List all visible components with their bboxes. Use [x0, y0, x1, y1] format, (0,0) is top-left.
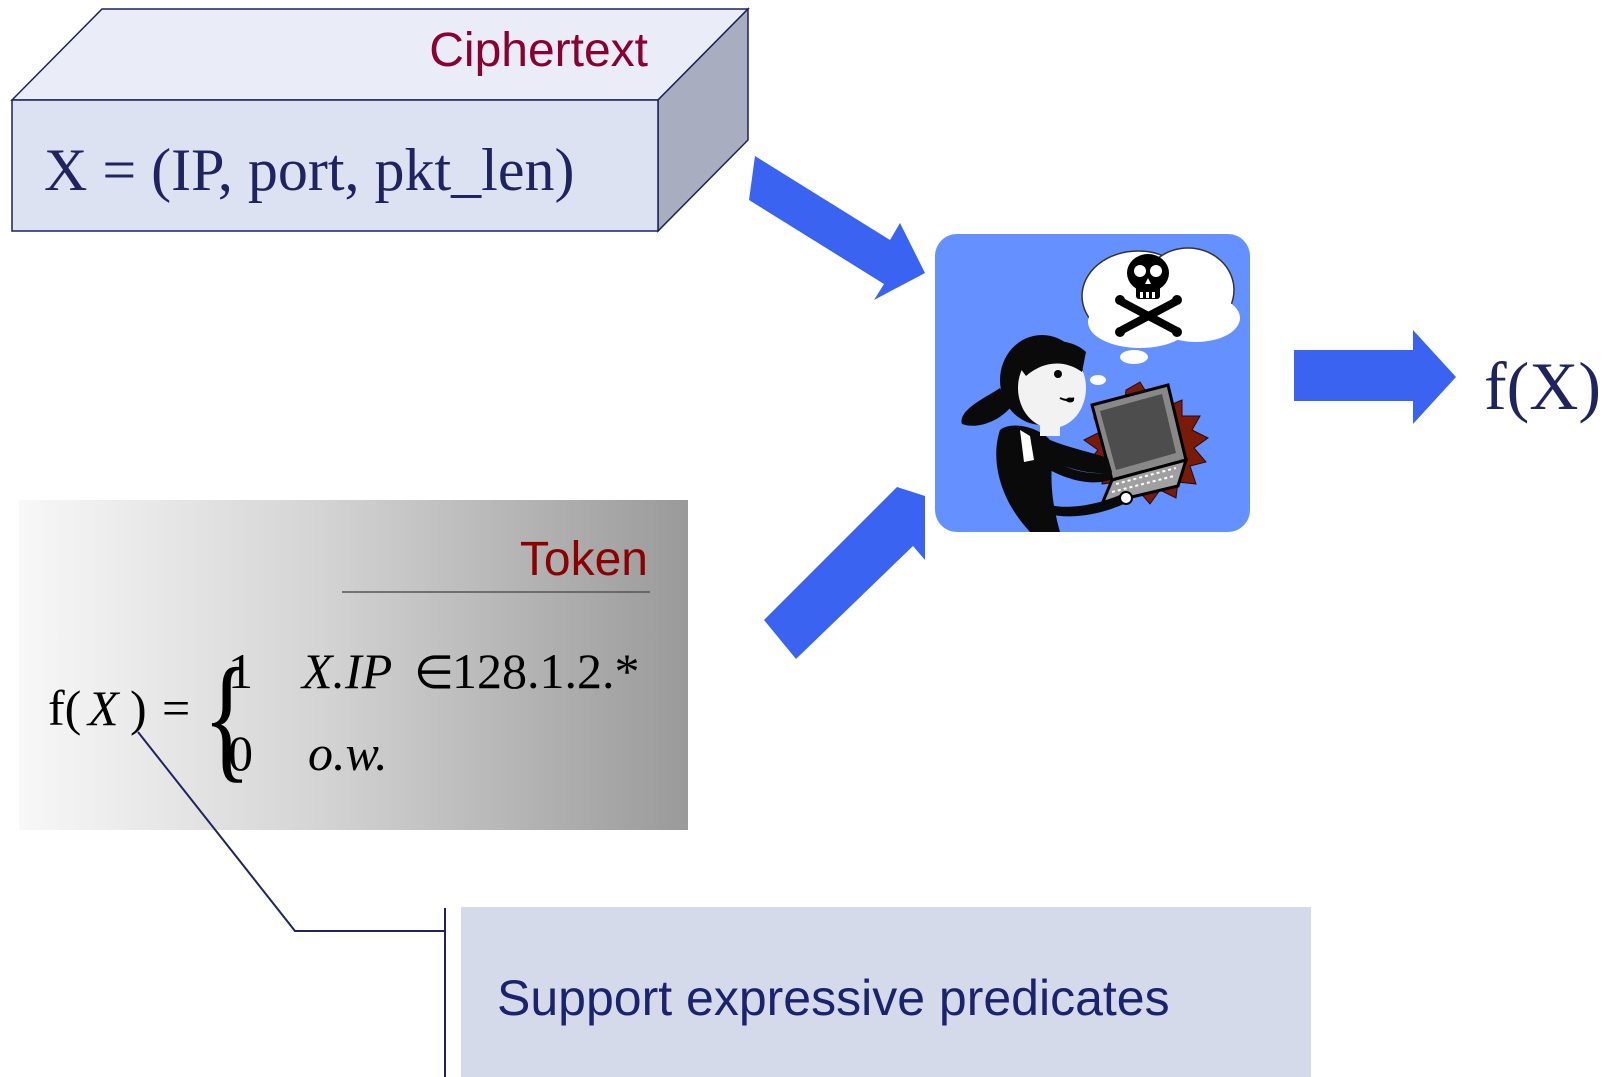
token-label: Token [520, 533, 648, 586]
token-box: Token f( X ) = { 1 X.IP ∈ 128.1.2.* 0 o.… [19, 500, 688, 830]
person-figure [961, 335, 1133, 532]
ciphertext-box: Ciphertext X = (IP, port, pkt_len) [10, 7, 750, 233]
callout-leader-line [137, 731, 445, 932]
output-label: f(X) [1484, 348, 1601, 424]
evaluator-illustration [935, 234, 1250, 532]
case2-value: 0 [228, 725, 253, 781]
token-box-background [19, 500, 688, 830]
arrow-evaluator-to-output [1294, 330, 1456, 424]
callout-box [461, 907, 1311, 1077]
skull-crossbones-icon [1115, 254, 1182, 337]
arrow-ciphertext-to-evaluator [749, 156, 925, 300]
formula-brace: { [203, 640, 251, 795]
callout: Support expressive predicates [137, 731, 1311, 1077]
arrow-token-to-evaluator [764, 487, 925, 659]
callout-text: Support expressive predicates [497, 970, 1170, 1026]
case2-condition: o.w. [308, 725, 388, 781]
token-formula: f( X ) = { 1 X.IP ∈ 128.1.2.* 0 o.w. [48, 640, 640, 795]
ciphertext-box-face [11, 99, 659, 232]
formula-close-paren: ) [130, 680, 147, 736]
formula-equals: = [162, 680, 190, 736]
case1-condition-rhs: 128.1.2.* [452, 643, 640, 699]
case1-value: 1 [228, 643, 253, 699]
case1-condition-op: ∈ [414, 647, 454, 698]
ciphertext-content: X = (IP, port, pkt_len) [44, 137, 574, 203]
ciphertext-label: Ciphertext [429, 24, 648, 77]
formula-x: X [86, 680, 121, 736]
case1-condition-var: X.IP [300, 643, 392, 699]
formula-f: f( [48, 680, 81, 736]
